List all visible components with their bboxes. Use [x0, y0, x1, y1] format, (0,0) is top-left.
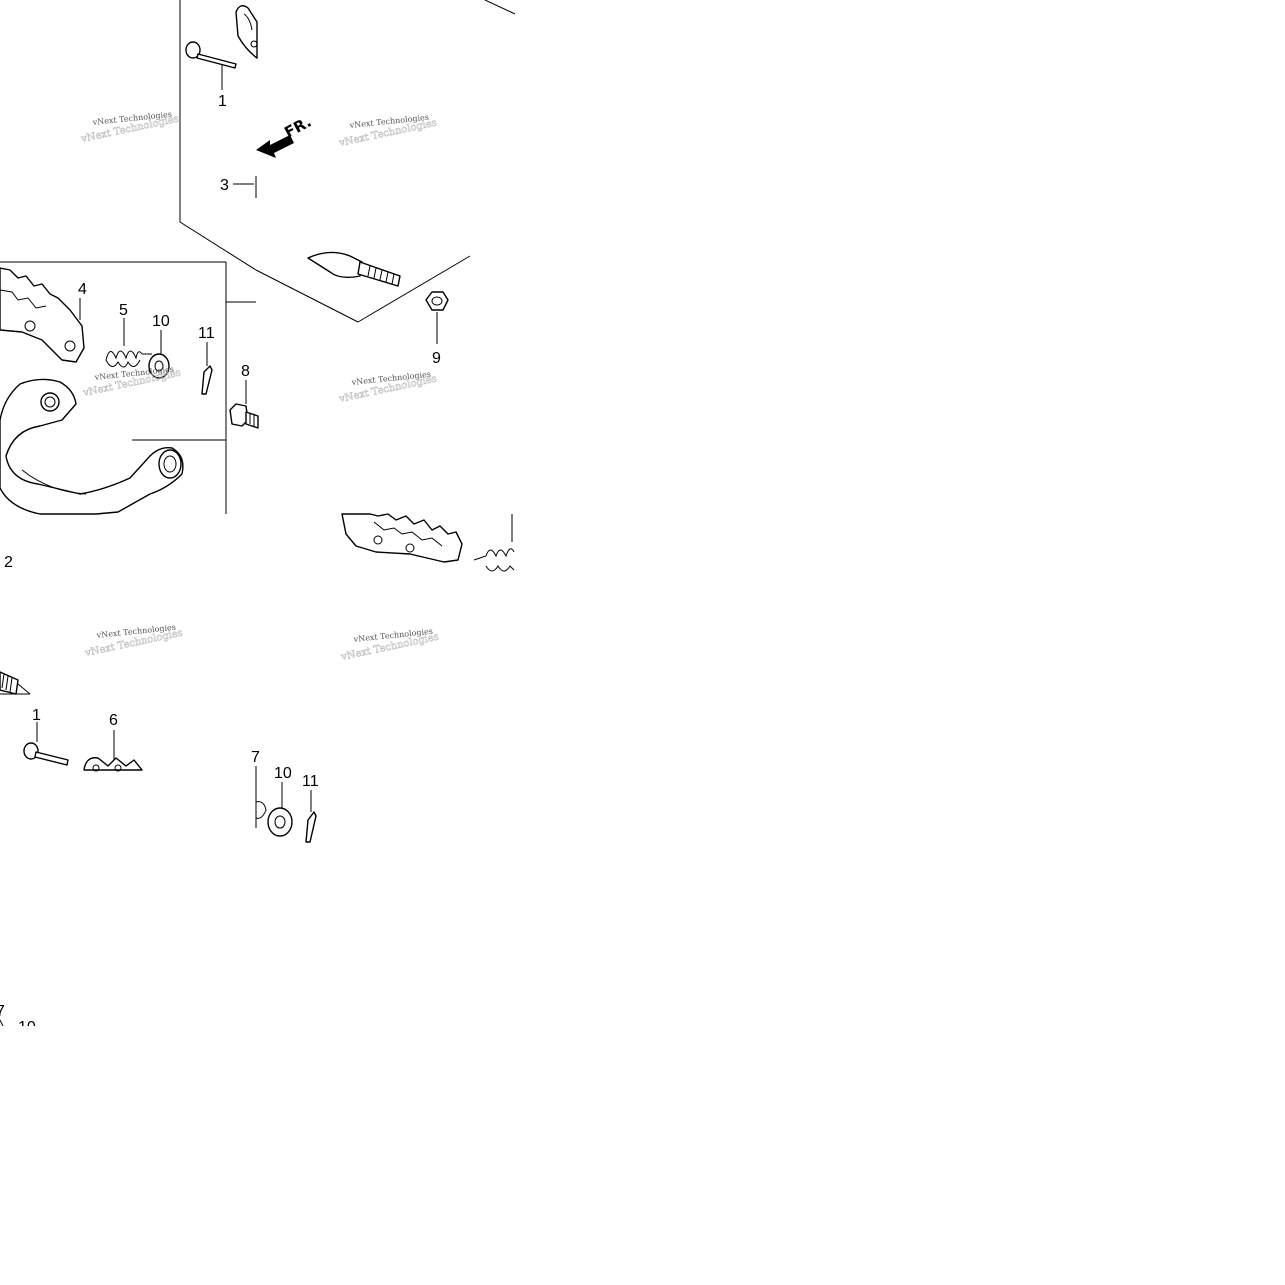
- callout-8: 8: [241, 363, 250, 380]
- callout-5: 5: [119, 302, 128, 319]
- callout-1-bottom: 1: [32, 707, 41, 724]
- spring-part-7-fragment: [255, 801, 267, 819]
- cotter-pin-part-11: [201, 342, 213, 395]
- washer-part-10-bottom: [267, 782, 293, 837]
- watermark-2: vNext Technologies vNext Technologies: [337, 113, 438, 150]
- footpeg-part-4: [0, 267, 85, 363]
- callout-10-middle: 10: [152, 313, 170, 330]
- callout-10-bottom: 10: [274, 765, 292, 782]
- top-assembly-frame: [179, 0, 516, 323]
- footpeg-right: [341, 513, 463, 563]
- callout-11-bottom: 11: [302, 773, 319, 790]
- lower-stud-fragment: [0, 671, 31, 695]
- callout-1-top: 1: [218, 93, 227, 110]
- callout-3: 3: [220, 177, 229, 194]
- front-direction-arrow-icon: [256, 135, 294, 158]
- watermark-4: vNext Technologies vNext Technologies: [337, 370, 438, 406]
- watermark-6: vNext Technologies vNext Technologies: [339, 627, 440, 664]
- spring-right: [473, 514, 515, 572]
- spring-part-5: [105, 318, 152, 368]
- callout-11-middle: 11: [198, 325, 215, 342]
- callout-9: 9: [432, 350, 441, 367]
- cotter-pin-part-11-bottom: [305, 790, 317, 843]
- nut-part-9: [425, 291, 449, 344]
- top-bracket: [235, 5, 258, 59]
- pin-part-1-top: [185, 41, 237, 90]
- watermark-5: vNext Technologies vNext Technologies: [83, 623, 184, 660]
- pin-part-1-bottom: [23, 722, 69, 766]
- watermark-3: vNext Technologies vNext Technologies: [81, 365, 182, 400]
- watermark-1: vNext Technologies vNext Technologies: [79, 110, 180, 146]
- washer-part-10: [148, 330, 170, 379]
- bolt-part-8: [229, 380, 259, 429]
- callout-7-bottom-left: 7: [0, 1003, 5, 1020]
- callout-4: 4: [78, 281, 87, 298]
- footpeg-bracket-arm: [0, 378, 184, 515]
- callout-2: 2: [4, 554, 13, 571]
- middle-assembly-frame: [0, 261, 256, 514]
- stud-bolt: [307, 251, 401, 287]
- callout-6: 6: [109, 712, 118, 729]
- bracket-part-6: [83, 730, 143, 772]
- callout-7: 7: [251, 749, 260, 766]
